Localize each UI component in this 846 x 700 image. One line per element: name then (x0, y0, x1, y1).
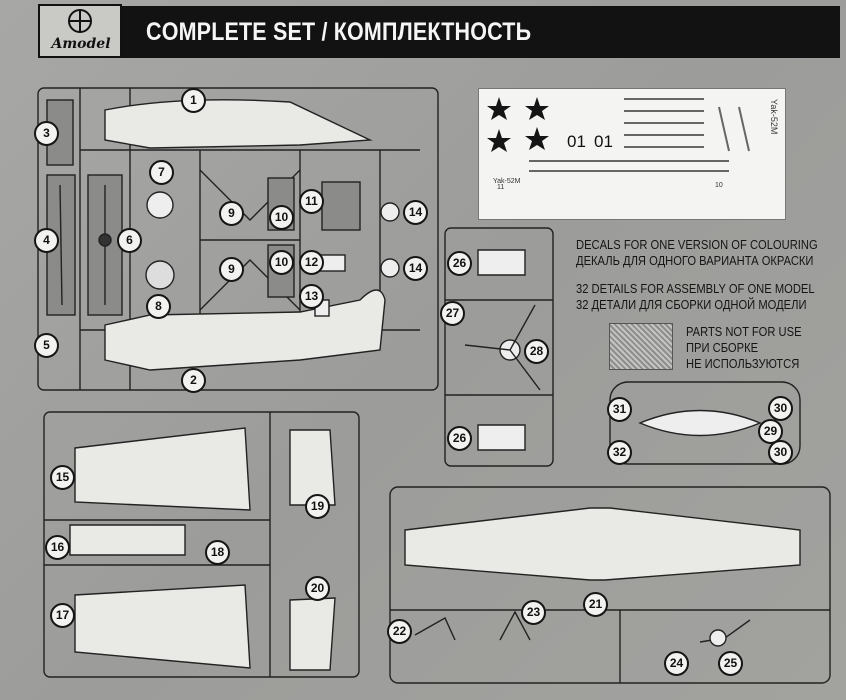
part-callout-32: 32 (607, 440, 632, 465)
star-decal-icon (525, 127, 549, 150)
decal-code-1: 01 (567, 132, 586, 151)
header-bar (120, 6, 840, 58)
part-callout-30b: 30 (768, 440, 793, 465)
brand-logo: Amodel (38, 4, 122, 58)
part-callout-25: 25 (718, 651, 743, 676)
note-details-en: 32 DETAILS FOR ASSEMBLY OF ONE MODEL (576, 281, 815, 296)
decal-sheet: 01 01 Yak-52M Yak-52M 10 11 (478, 88, 786, 220)
part-callout-7: 7 (149, 160, 174, 185)
part-callout-5: 5 (34, 333, 59, 358)
star-decal-icon (487, 97, 511, 120)
decal-type-label-small: Yak-52M (493, 178, 521, 185)
page-title: COMPLETE SET / КОМПЛЕКТНОСТЬ (146, 18, 532, 46)
part-callout-19: 19 (305, 494, 330, 519)
part-11-unused (321, 181, 361, 231)
part-callout-27: 27 (440, 301, 465, 326)
sprue-frame-4 (43, 411, 360, 678)
wing-upper-right (74, 584, 251, 669)
part-callout-28: 28 (524, 339, 549, 364)
part-callout-13: 13 (299, 284, 324, 309)
note-decals-ru: ДЕКАЛЬ ДЛЯ ОДНОГО ВАРИАНТА ОКРАСКИ (576, 253, 814, 268)
sprue-frame-3 (609, 381, 801, 465)
part-callout-14a: 14 (403, 200, 428, 225)
legend-ru-1: ПРИ СБОРКЕ (686, 340, 759, 355)
part-callout-29: 29 (758, 419, 783, 444)
star-decal-icon (525, 97, 549, 120)
part-callout-24: 24 (664, 651, 689, 676)
part-callout-26a: 26 (447, 251, 472, 276)
fuselage-half-1 (104, 99, 373, 149)
note-details-ru: 32 ДЕТАЛИ ДЛЯ СБОРКИ ОДНОЙ МОДЕЛИ (576, 297, 807, 312)
part-callout-20: 20 (305, 576, 330, 601)
decal-number-11: 11 (497, 184, 504, 191)
part-callout-26b: 26 (447, 426, 472, 451)
decal-code-2: 01 (594, 132, 613, 151)
part-callout-6: 6 (117, 228, 142, 253)
decal-number-10: 10 (715, 182, 723, 189)
legend-ru-2: НЕ ИСПОЛЬЗУЮТСЯ (686, 356, 800, 371)
part-callout-8: 8 (146, 294, 171, 319)
propeller-logo-icon (68, 9, 92, 33)
logo-text: Amodel (51, 36, 111, 52)
part-callout-9a: 9 (219, 201, 244, 226)
part-callout-21: 21 (583, 592, 608, 617)
lower-wing (404, 507, 801, 581)
part-callout-15: 15 (50, 465, 75, 490)
part-callout-16: 16 (45, 535, 70, 560)
unused-parts-swatch (609, 323, 673, 370)
part-callout-12: 12 (299, 250, 324, 275)
legend-en: PARTS NOT FOR USE (686, 324, 802, 339)
part-callout-22: 22 (387, 619, 412, 644)
header: Amodel COMPLETE SET / КОМПЛЕКТНОСТЬ (0, 0, 846, 62)
part-callout-14b: 14 (403, 256, 428, 281)
part-callout-11: 11 (299, 189, 324, 214)
sprue-frame-2 (444, 227, 554, 467)
part-callout-23: 23 (521, 600, 546, 625)
star-decal-icon (487, 129, 511, 152)
part-callout-4: 4 (34, 228, 59, 253)
note-decals-en: DECALS FOR ONE VERSION OF COLOURING (576, 237, 818, 252)
part-callout-10a: 10 (269, 205, 294, 230)
decal-type-label: Yak-52M (769, 99, 779, 134)
part-callout-18: 18 (205, 540, 230, 565)
part-callout-3: 3 (34, 121, 59, 146)
part-callout-17: 17 (50, 603, 75, 628)
part-callout-9b: 9 (219, 257, 244, 282)
decal-artwork: 01 01 Yak-52M Yak-52M 10 11 (487, 97, 779, 191)
part-callout-1: 1 (181, 88, 206, 113)
wing-upper-left (74, 427, 251, 511)
part-callout-2: 2 (181, 368, 206, 393)
sprue-frame-5 (389, 486, 831, 684)
part-callout-30a: 30 (768, 396, 793, 421)
part-callout-31: 31 (607, 397, 632, 422)
part-callout-10b: 10 (269, 250, 294, 275)
